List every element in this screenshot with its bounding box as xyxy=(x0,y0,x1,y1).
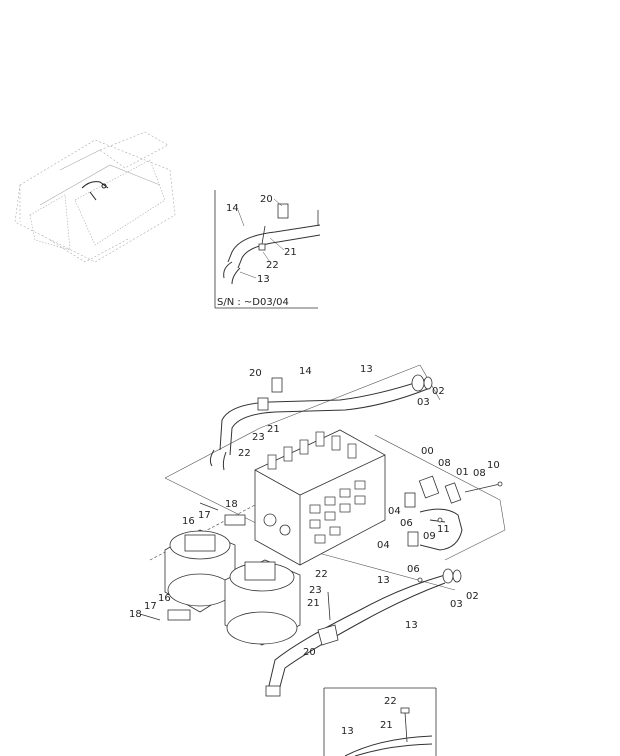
main-label-03-top: 03 xyxy=(417,397,430,408)
main-label-18-top: 18 xyxy=(225,499,238,510)
main-label-14: 14 xyxy=(299,366,312,377)
main-label-06-a: 06 xyxy=(400,518,413,529)
main-label-02-mid: 02 xyxy=(466,591,479,602)
inset-top-frame xyxy=(214,190,318,309)
main-label-16-low: 16 xyxy=(158,593,171,604)
main-label-20-low: 20 xyxy=(303,647,316,658)
inset-top-parts xyxy=(223,203,321,285)
main-label-09: 09 xyxy=(423,531,436,542)
main-label-00: 00 xyxy=(421,446,434,457)
inset-top-label-22: 22 xyxy=(266,260,279,271)
machine-overview-sketch xyxy=(14,131,176,263)
inset-top-leaders xyxy=(237,198,285,279)
main-label-22-top: 22 xyxy=(238,448,251,459)
inset-top-labels: 20 14 21 22 13 S/N : ~D03/04 xyxy=(217,194,297,308)
main-label-13-top: 13 xyxy=(360,364,373,375)
inset-top-label-13: 13 xyxy=(257,274,270,285)
main-label-22-mid: 22 xyxy=(315,569,328,580)
lower-hoses xyxy=(265,568,462,697)
inset-bottom-parts xyxy=(344,707,433,756)
clamps xyxy=(139,502,246,621)
main-label-01: 01 xyxy=(456,467,469,478)
swing-motor-right xyxy=(224,559,301,646)
main-labels: 20 14 13 03 02 21 23 22 00 08 01 08 10 1… xyxy=(129,364,500,658)
main-label-02-top: 02 xyxy=(432,386,445,397)
inset-bottom-frame xyxy=(323,687,437,756)
main-label-13-low: 13 xyxy=(405,620,418,631)
main-label-04-a: 04 xyxy=(388,506,401,517)
inset-bottom-label-22: 22 xyxy=(384,696,397,707)
main-label-18-low: 18 xyxy=(129,609,142,620)
control-valve-block xyxy=(254,429,386,566)
inset-bottom-label-13: 13 xyxy=(341,726,354,737)
inset-top-serial-note: S/N : ~D03/04 xyxy=(217,297,289,308)
main-label-03-mid: 03 xyxy=(450,599,463,610)
main-label-23-top: 23 xyxy=(252,432,265,443)
main-label-10: 10 xyxy=(487,460,500,471)
inset-bottom-label-21: 21 xyxy=(380,720,393,731)
main-label-16-top: 16 xyxy=(182,516,195,527)
main-label-11: 11 xyxy=(437,524,450,535)
inset-top-label-21: 21 xyxy=(284,247,297,258)
main-label-08-b: 08 xyxy=(473,468,486,479)
main-label-04-b: 04 xyxy=(377,540,390,551)
main-label-23-mid: 23 xyxy=(309,585,322,596)
main-label-21-mid: 21 xyxy=(307,598,320,609)
swing-motor-left xyxy=(164,529,236,613)
main-label-17-top: 17 xyxy=(198,510,211,521)
main-label-13-mid: 13 xyxy=(377,575,390,586)
main-label-21-top: 21 xyxy=(267,424,280,435)
overview-highlight xyxy=(81,181,109,201)
main-label-08-a: 08 xyxy=(438,458,451,469)
right-fittings xyxy=(404,475,503,583)
inset-top-label-14: 14 xyxy=(226,203,239,214)
inset-bottom-labels: 22 21 13 xyxy=(341,696,397,737)
upper-hoses xyxy=(209,374,433,471)
inset-top-label-20: 20 xyxy=(260,194,273,205)
main-label-20-top: 20 xyxy=(249,368,262,379)
main-label-06-b: 06 xyxy=(407,564,420,575)
main-label-17-low: 17 xyxy=(144,601,157,612)
